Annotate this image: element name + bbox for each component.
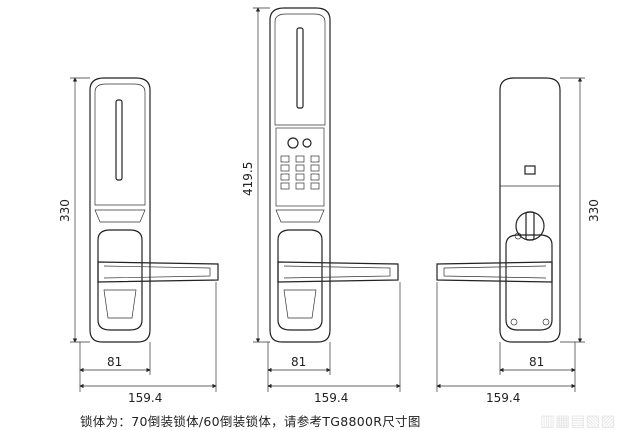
left-width-total-label: 159.4: [128, 391, 162, 405]
left-lock-view: 330 81 159.4: [58, 77, 219, 405]
keypad: [280, 155, 320, 190]
watermark: ▥▦▤▧▨: [540, 411, 616, 430]
center-width-inner-label: 81: [291, 355, 306, 369]
caption: 锁体为：70倒装锁体/60倒装锁体，请参考TG8800R尺寸图: [80, 414, 421, 429]
center-width-total-label: 159.4: [314, 391, 348, 405]
left-height-label: 330: [58, 199, 72, 222]
right-width-total-label: 159.4: [486, 391, 520, 405]
right-width-inner-label: 81: [529, 355, 544, 369]
center-lock-view: 419.5 81 159.4: [241, 7, 401, 405]
center-height-label: 419.5: [241, 162, 255, 196]
right-lock-view: 330 81 159.4: [436, 77, 601, 405]
left-width-inner-label: 81: [107, 355, 122, 369]
right-height-label: 330: [587, 199, 601, 222]
